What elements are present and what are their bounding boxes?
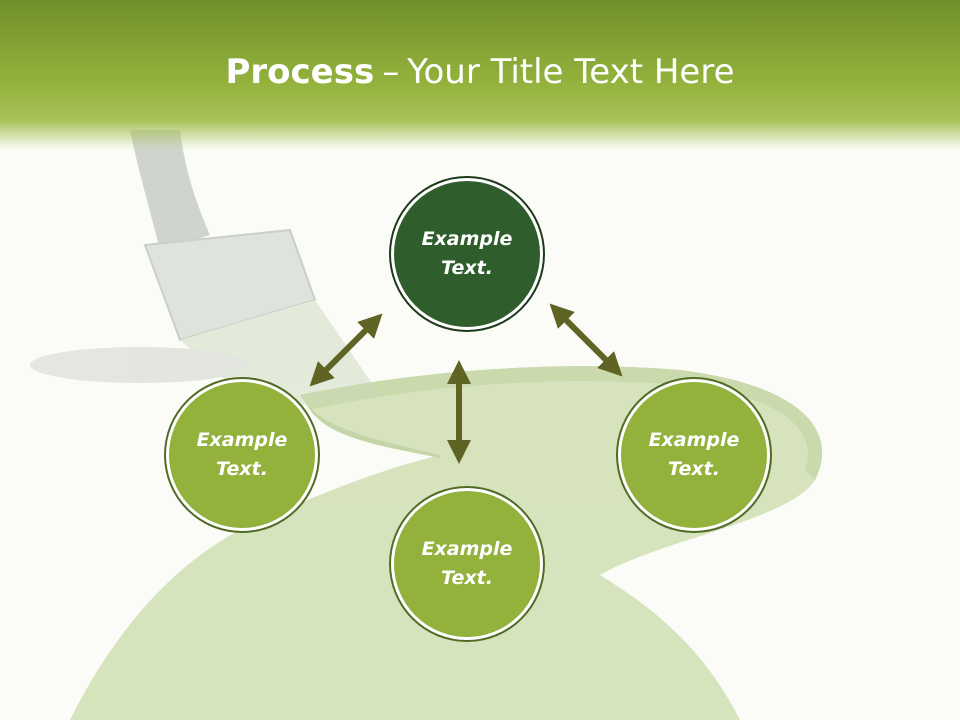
- node-left: Example Text.: [166, 379, 318, 531]
- title-separator: –: [382, 52, 400, 92]
- node-right: Example Text.: [618, 379, 770, 531]
- node-top: Example Text.: [391, 178, 543, 330]
- double-arrow-top-right: [549, 303, 623, 377]
- slide-title: Process–Your Title Text Here: [0, 52, 960, 92]
- node-right-text: Example Text.: [648, 429, 740, 480]
- node-bottom-text: Example Text.: [421, 538, 513, 589]
- node-top-text: Example Text.: [421, 228, 513, 279]
- title-banner: [0, 0, 960, 150]
- node-left-text: Example Text.: [196, 429, 288, 480]
- title-rest: Your Title Text Here: [407, 52, 735, 92]
- node-bottom: Example Text.: [391, 488, 543, 640]
- double-arrow-top-left: [309, 313, 383, 387]
- title-bold: Process: [225, 52, 375, 92]
